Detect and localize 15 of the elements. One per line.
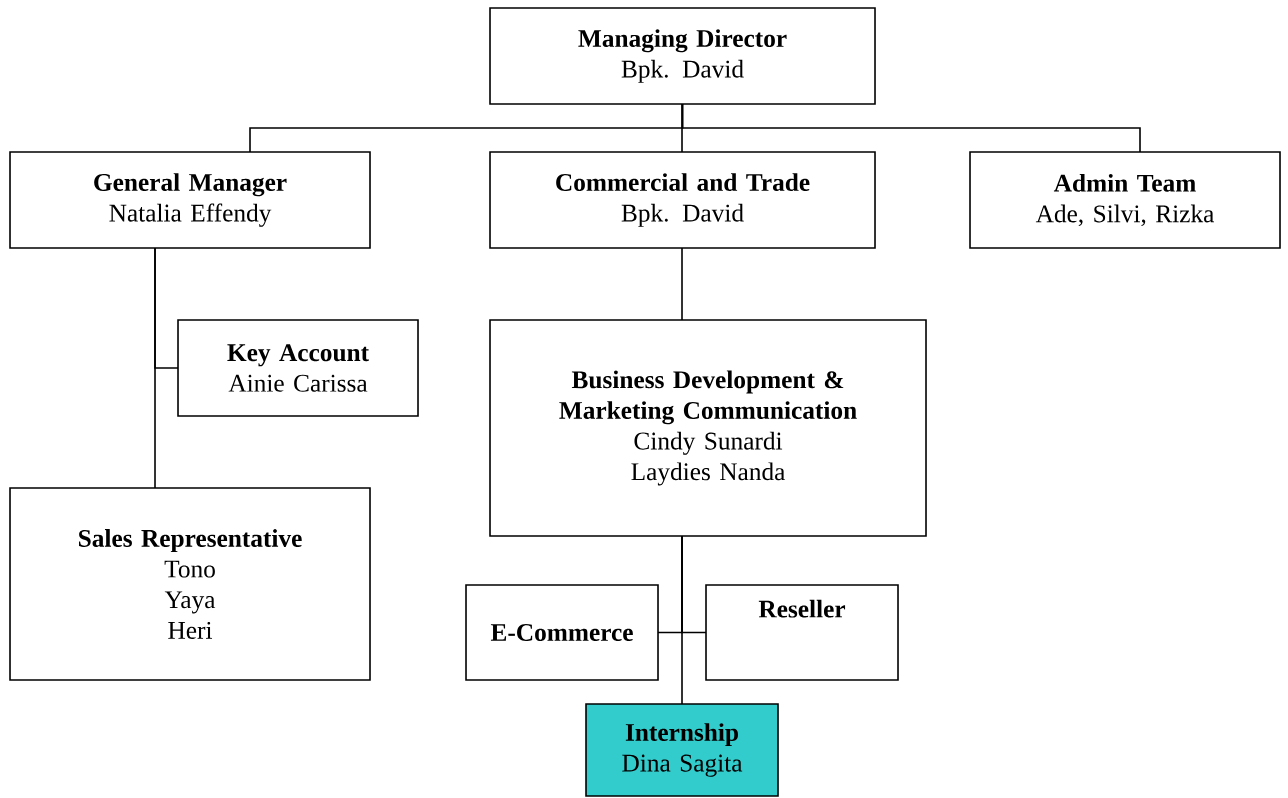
org-box: Managing Director Bpk. David [489,7,876,105]
org-box: Business Development & Marketing Communication Cindy Sunardi Laydies Nanda [489,319,927,537]
org-box: Commercial and Trade Bpk. David [489,151,876,249]
connector-line [681,535,683,705]
org-box: Key Account Ainie Carissa [177,319,419,417]
connector-line [681,103,1141,153]
org-box: E-Commerce [465,584,659,681]
org-box: Internship Dina Sagita [585,703,779,797]
connector-line [154,247,156,489]
connector-line [681,247,683,321]
org-box: Reseller [705,584,899,681]
org-box: Sales Representative Tono Yaya Heri [9,487,371,681]
connector-line [681,103,683,153]
org-box: General Manager Natalia Effendy [9,151,371,249]
org-box: Admin Team Ade, Silvi, Rizka [969,151,1281,249]
